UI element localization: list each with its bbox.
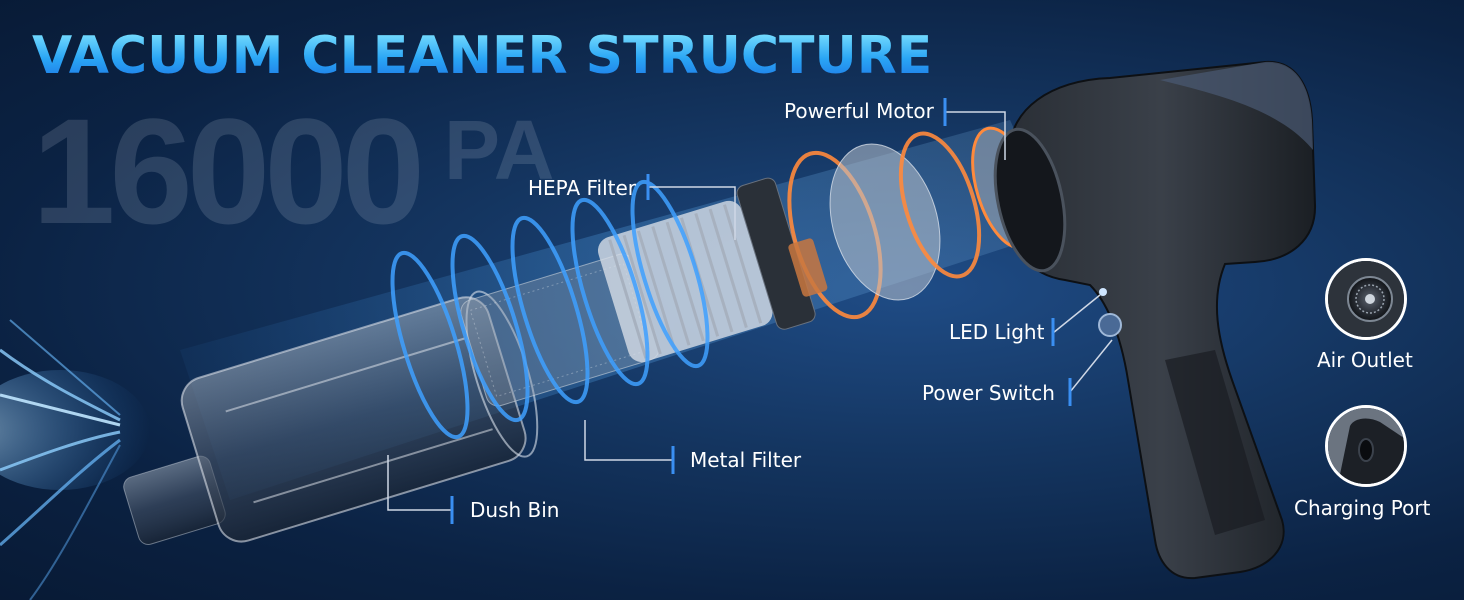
- airflow-rings: [390, 179, 710, 440]
- powerful-motor-label: Powerful Motor: [784, 99, 934, 123]
- air-outlet-icon: [1328, 261, 1404, 337]
- dust-bin-illustration: [123, 290, 539, 545]
- hepa-filter-label: HEPA Filter: [528, 176, 637, 200]
- led-light-label: LED Light: [949, 320, 1045, 344]
- metal-filter-label: Metal Filter: [690, 448, 802, 472]
- charging-port-label: Charging Port: [1294, 496, 1431, 520]
- vacuum-body-illustration: [993, 60, 1317, 580]
- headline: VACUUM CLEANER STRUCTURE: [32, 26, 933, 86]
- hepa-filter-illustration: [597, 177, 816, 363]
- air-stream: [0, 319, 150, 600]
- callout-markers: [450, 98, 1072, 524]
- leader-lines: [387, 111, 1113, 511]
- dust-bin-label: Dush Bin: [470, 498, 560, 522]
- air-outlet-label: Air Outlet: [1317, 348, 1413, 372]
- charging-port-icon: [1328, 408, 1404, 484]
- power-switch-label: Power Switch: [922, 381, 1055, 405]
- suction-unit: PA: [444, 103, 555, 197]
- suction-value: 16000: [32, 87, 425, 255]
- air-outlet-detail: [1325, 258, 1407, 340]
- charging-port-detail: [1325, 405, 1407, 487]
